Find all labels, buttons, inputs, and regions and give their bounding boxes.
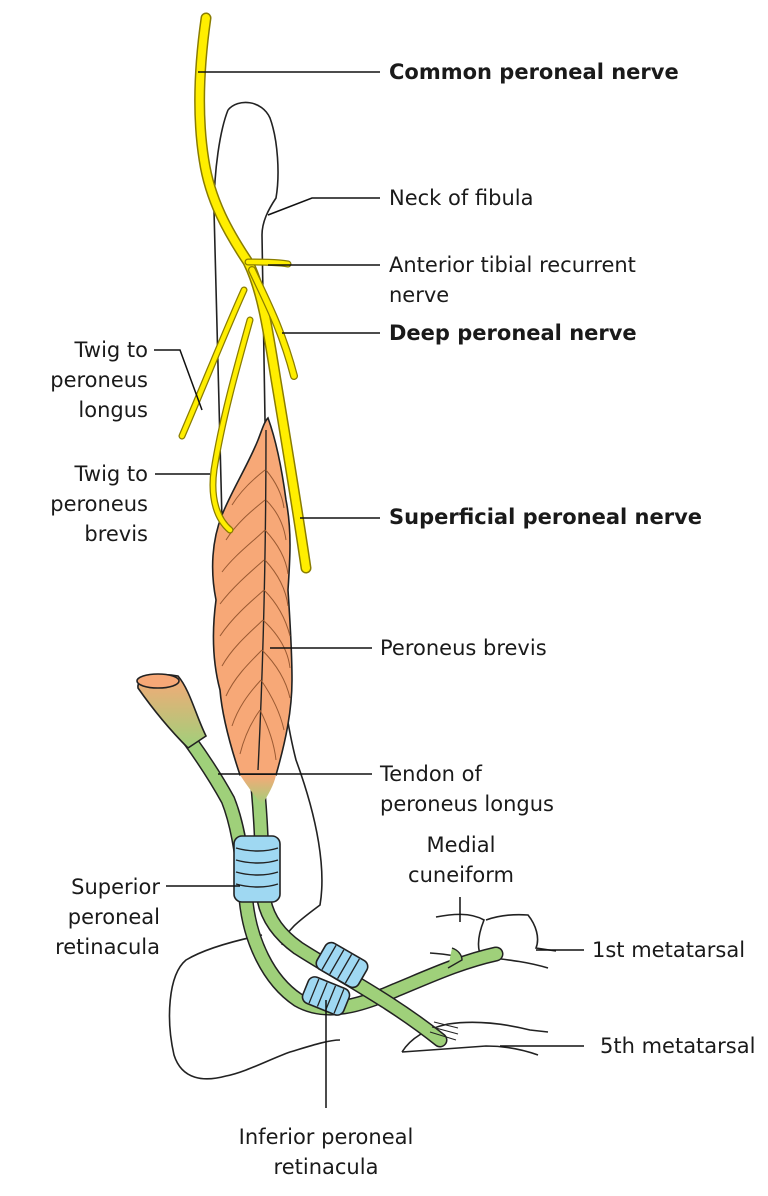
- label-line: peroneus: [50, 368, 148, 392]
- label-line: nerve: [389, 283, 450, 307]
- common-peroneal-nerve: [195, 14, 310, 572]
- label-line: Twig to: [74, 462, 148, 486]
- muscle-fibers: [219, 469, 291, 761]
- label-line: peroneal: [67, 905, 160, 929]
- deep-peroneal-branch: [249, 267, 297, 379]
- label-inferior-peroneal-retinacula: Inferior peroneal retinacula: [226, 1122, 426, 1182]
- label-common-peroneal-nerve: Common peroneal nerve: [389, 60, 679, 84]
- calcaneus-outline: [168, 934, 341, 1080]
- anterior-tibial-recurrent-branch: [245, 259, 291, 267]
- label-twig-to-peroneus-longus: Twig to peroneus longus: [40, 335, 148, 425]
- nerve-group: [178, 12, 312, 574]
- label-fifth-metatarsal: 5th metatarsal: [600, 1034, 756, 1058]
- label-medial-cuneiform: Medial cuneiform: [408, 830, 514, 890]
- label-line: brevis: [84, 522, 148, 546]
- label-tendon-of-peroneus-longus: Tendon of peroneus longus: [380, 759, 554, 819]
- label-line: retinacula: [55, 935, 160, 959]
- twig-longus-branch: [179, 287, 247, 439]
- label-line: Medial: [426, 833, 496, 857]
- label-line: Twig to: [74, 338, 148, 362]
- label-line: Anterior tibial recurrent: [389, 253, 636, 277]
- first-metatarsal-outline: [429, 913, 557, 969]
- superior-retinaculum-coils: [233, 835, 281, 903]
- label-line: Superior: [71, 875, 160, 899]
- label-anterior-tibial-recurrent-nerve: Anterior tibial recurrent nerve: [389, 250, 636, 310]
- fifth-metatarsal-insertion: [429, 1021, 459, 1041]
- label-line: retinacula: [273, 1155, 379, 1179]
- label-line: cuneiform: [408, 863, 514, 887]
- inferior-retinaculum-coils-lower: [301, 976, 351, 1016]
- label-first-metatarsal: 1st metatarsal: [592, 938, 746, 962]
- leader-lines: [154, 71, 584, 1108]
- label-neck-of-fibula: Neck of fibula: [389, 186, 534, 210]
- twig-brevis-branch: [210, 317, 253, 533]
- label-peroneus-brevis: Peroneus brevis: [380, 636, 547, 660]
- label-line: Tendon of: [380, 762, 482, 786]
- label-line: peroneus: [50, 492, 148, 516]
- label-line: Inferior peroneal: [238, 1125, 414, 1149]
- label-twig-to-peroneus-brevis: Twig to peroneus brevis: [40, 459, 148, 549]
- label-line: longus: [78, 398, 148, 422]
- label-deep-peroneal-nerve: Deep peroneal nerve: [389, 321, 637, 345]
- label-superficial-peroneal-nerve: Superficial peroneal nerve: [389, 505, 703, 529]
- first-metatarsal-insertion: [447, 947, 463, 969]
- stump-cut-face: [136, 673, 180, 689]
- fifth-metatarsal-outline: [401, 1021, 549, 1056]
- inferior-retinaculum-coils-upper: [315, 941, 369, 989]
- label-superior-peroneal-retinacula: Superior peroneal retinacula: [40, 872, 160, 962]
- label-line: peroneus longus: [380, 792, 554, 816]
